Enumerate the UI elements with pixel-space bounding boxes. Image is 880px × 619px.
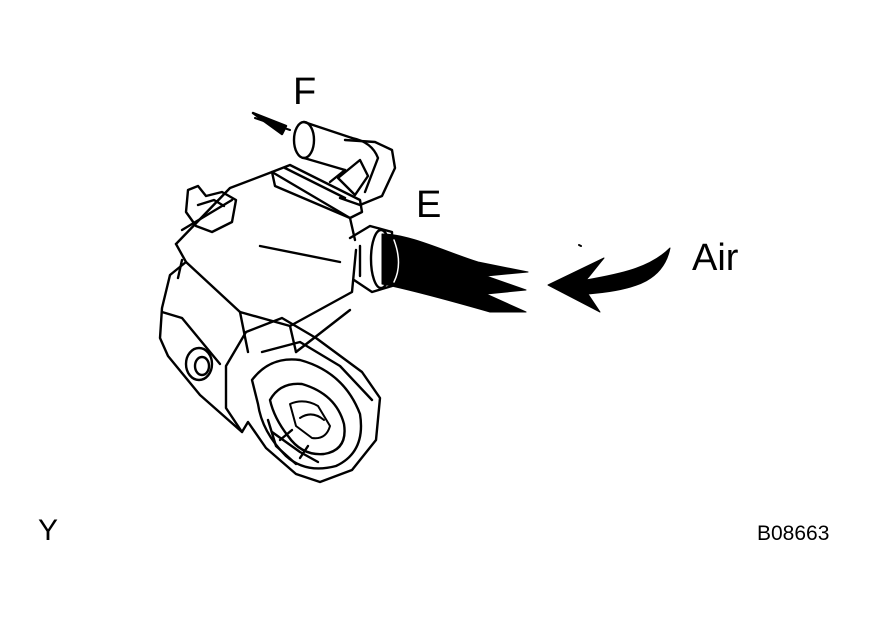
hose [381, 233, 529, 313]
valve-body [158, 170, 358, 434]
electrical-connector [224, 316, 382, 484]
figure-code-label: B08663 [757, 522, 830, 545]
port-e-label: E [416, 184, 442, 226]
pipe-f [292, 120, 397, 207]
outflow-arrow-icon [251, 111, 291, 136]
view-letter-label: Y [38, 514, 59, 547]
port-f-label: F [293, 71, 317, 113]
airflow-arrow-icon [547, 247, 671, 313]
mounting-flange [270, 163, 364, 220]
air-label: Air [692, 237, 739, 279]
